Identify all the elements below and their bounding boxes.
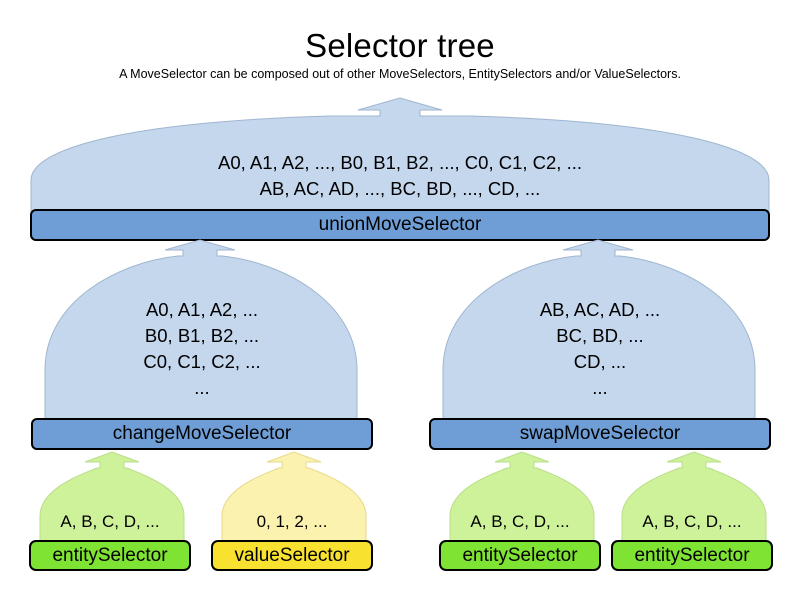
swap-dome-shape — [442, 239, 756, 422]
entity2-dome-shape — [449, 451, 595, 544]
page-title: Selector tree — [305, 27, 495, 64]
change-bar[interactable] — [31, 418, 373, 450]
swap-bar[interactable] — [429, 418, 771, 450]
entity1-bar[interactable] — [29, 540, 191, 571]
entity1-dome-shape — [39, 451, 185, 544]
union-dome-shape — [30, 97, 770, 213]
change-dome-shape — [44, 239, 358, 422]
page-subtitle: A MoveSelector can be composed out of ot… — [119, 67, 681, 81]
union-bar[interactable] — [30, 209, 770, 241]
value1-dome-shape — [221, 451, 367, 544]
value1-bar[interactable] — [211, 540, 373, 571]
entity3-dome-shape — [621, 451, 767, 544]
entity3-bar[interactable] — [611, 540, 773, 571]
entity2-bar[interactable] — [439, 540, 601, 571]
